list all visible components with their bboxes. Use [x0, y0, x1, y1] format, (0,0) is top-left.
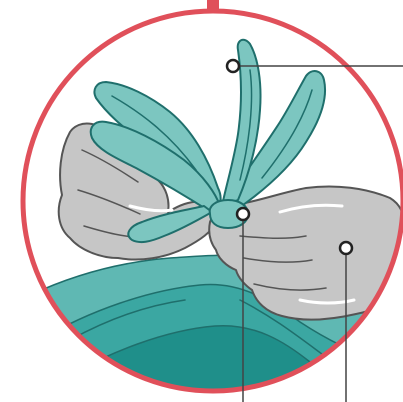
- callout-marker-knot: [237, 208, 249, 220]
- circle-top-connector: [207, 0, 219, 12]
- callout-marker-glove: [340, 242, 352, 254]
- callout-marker-ribbon: [227, 60, 239, 72]
